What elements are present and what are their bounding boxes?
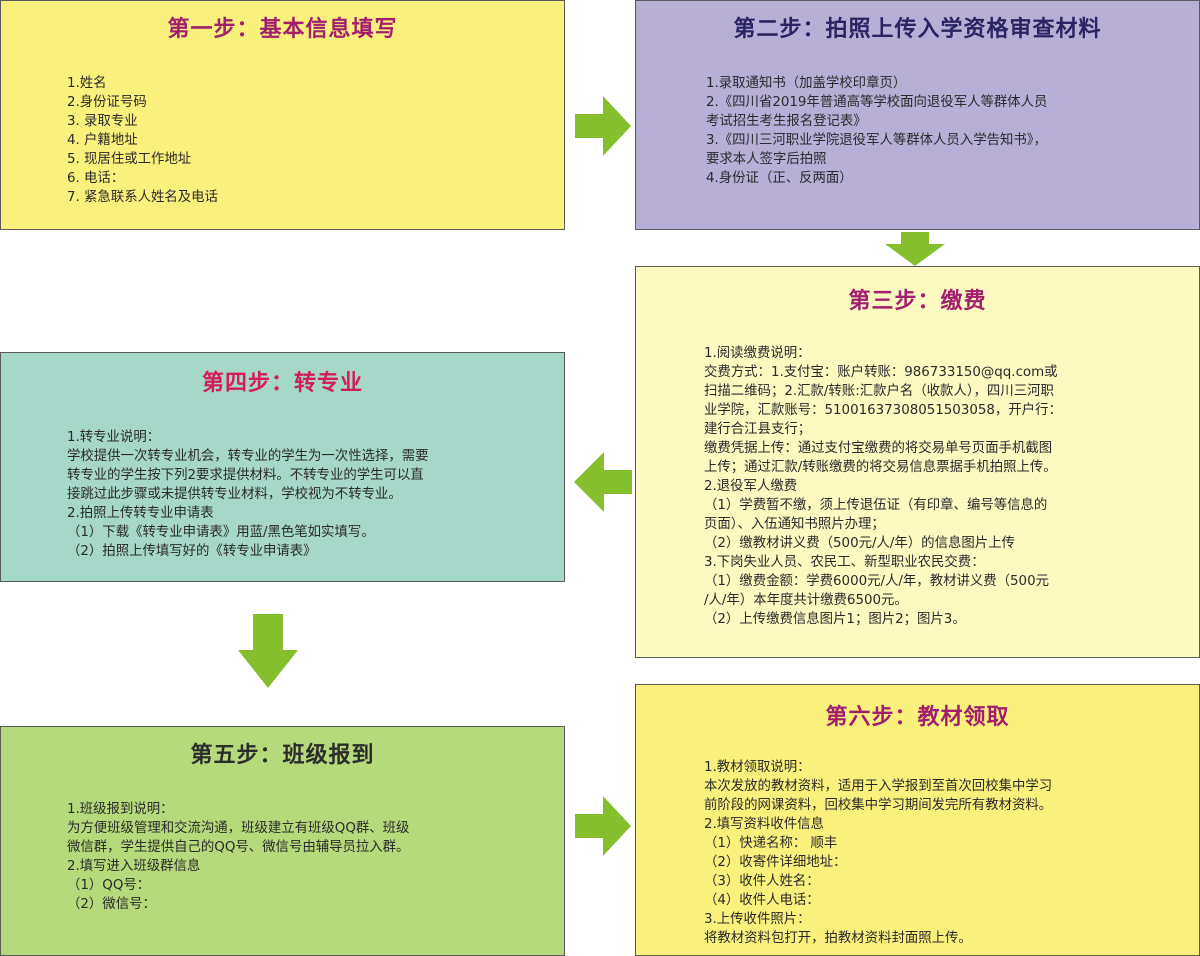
step-3-line: 扫描二维码；2.汇款/转账:汇款户名（收款人），四川三河职 (704, 384, 1054, 399)
step-6-line: 本次发放的教材资料，适用于入学报到至首次回校集中学习 (704, 779, 1053, 794)
step-6-line: 2.填写资料收件信息 (704, 817, 824, 832)
step-2-line: 2.《四川省2019年普通高等学校面向退役军人等群体人员 (706, 95, 1048, 110)
step-5-line: 为方便班级管理和交流沟通，班级建立有班级QQ群、班级 (67, 821, 410, 836)
step-4-line: （2）拍照上传填写好的《转专业申请表》 (67, 544, 317, 559)
step-3-line: 业学院，汇款账号：51001637308051503058，开户行： (704, 403, 1062, 418)
arrow-left-icon (574, 452, 632, 512)
step-3-box: 第三步：缴费 1.阅读缴费说明： 交费方式：1.支付宝：账户转账：9867331… (635, 266, 1200, 658)
step-5-line: 微信群，学生提供自己的QQ号、微信号由辅导员拉入群。 (67, 840, 410, 855)
step-1-line: 5. 现居住或工作地址 (67, 152, 192, 167)
step-4-title: 第四步：转专业 (201, 371, 363, 396)
arrow-down-icon (238, 614, 298, 688)
step-3-title: 第三步：缴费 (848, 289, 987, 314)
step-2-line: 要求本人签字后拍照 (706, 152, 827, 167)
step-6-line: （1）快递名称： 顺丰 (704, 836, 838, 851)
step-4-box: 第四步：转专业 1.转专业说明： 学校提供一次转专业机会，转专业的学生为一次性选… (0, 352, 565, 582)
step-5-line: （1）QQ号： (67, 878, 151, 893)
step-1-line: 4. 户籍地址 (67, 133, 138, 148)
step-4-line: 接跳过此步骤或未提供转专业材料，学校视为不转专业。 (67, 487, 402, 502)
step-2-title: 第二步：拍照上传入学资格审查材料 (733, 17, 1102, 42)
step-6-title: 第六步：教材领取 (825, 705, 1010, 730)
step-5-line: 1.班级报到说明： (67, 802, 174, 817)
step-3-line: （2）缴教材讲义费（500元/人/年）的信息图片上传 (704, 536, 1015, 551)
step-3-line: 3.下岗失业人员、农民工、新型职业农民交费： (704, 555, 985, 570)
step-1-line: 6. 电话： (67, 171, 125, 186)
step-6-line: 3.上传收件照片： (704, 912, 811, 927)
step-2-list: 1.录取通知书（加盖学校印章页） 2.《四川省2019年普通高等学校面向退役军人… (706, 74, 1047, 188)
step-6-line: （2）收寄件详细地址： (704, 855, 847, 870)
step-4-line: （1）下载《转专业申请表》用蓝/黑色笔如实填写。 (67, 525, 375, 540)
step-6-line: （4）收件人电话： (704, 893, 820, 908)
step-3-line: 页面）、入伍通知书照片办理； (704, 517, 885, 532)
step-3-line: 缴费凭据上传：通过支付宝缴费的将交易单号页面手机截图 (704, 441, 1053, 456)
step-3-line: 上传；通过汇款/转账缴费的将交易信息票据手机拍照上传。 (704, 460, 1057, 475)
step-4-line: 学校提供一次转专业机会，转专业的学生为一次性选择，需要 (67, 449, 429, 464)
step-2-line: 4.身份证（正、反两面） (706, 171, 853, 186)
step-1-list: 1.姓名 2.身份证号码 3. 录取专业 4. 户籍地址 5. 现居住或工作地址… (67, 74, 218, 207)
step-4-list: 1.转专业说明： 学校提供一次转专业机会，转专业的学生为一次性选择，需要 转专业… (67, 428, 429, 561)
step-5-title: 第五步：班级报到 (190, 743, 375, 768)
step-6-line: 前阶段的网课资料，回校集中学习期间发完所有教材资料。 (704, 798, 1053, 813)
step-6-line: 将教材资料包打开，拍教材资料封面照上传。 (704, 931, 972, 946)
step-6-box: 第六步：教材领取 1.教材领取说明： 本次发放的教材资料，适用于入学报到至首次回… (635, 684, 1200, 956)
arrow-right-icon (575, 796, 631, 856)
arrow-down-icon (885, 232, 945, 266)
step-3-line: 2.退役军人缴费 (704, 479, 798, 494)
step-2-line: 1.录取通知书（加盖学校印章页） (706, 76, 907, 91)
step-4-line: 1.转专业说明： (67, 430, 161, 445)
step-1-line: 2.身份证号码 (67, 95, 147, 110)
step-4-line: 转专业的学生按下列2要求提供材料。不转专业的学生可以直 (67, 468, 424, 483)
step-5-line: 2.填写进入班级群信息 (67, 859, 201, 874)
step-5-box: 第五步：班级报到 1.班级报到说明： 为方便班级管理和交流沟通，班级建立有班级Q… (0, 726, 565, 956)
step-5-line: （2）微信号： (67, 897, 156, 912)
step-3-list: 1.阅读缴费说明： 交费方式：1.支付宝：账户转账：986733150@qq.c… (704, 344, 1062, 629)
step-3-line: /人/年）本年度共计缴费6500元。 (704, 593, 908, 608)
step-6-line: （3）收件人姓名： (704, 874, 820, 889)
step-6-list: 1.教材领取说明： 本次发放的教材资料，适用于入学报到至首次回校集中学习 前阶段… (704, 758, 1052, 948)
step-2-line: 3.《四川三河职业学院退役军人等群体人员入学告知书》， (706, 133, 1047, 148)
step-1-box: 第一步：基本信息填写 1.姓名 2.身份证号码 3. 录取专业 4. 户籍地址 … (0, 0, 565, 230)
step-3-line: 建行合江县支行； (704, 422, 812, 437)
step-6-line: 1.教材领取说明： (704, 760, 811, 775)
step-3-line: （1）学费暂不缴，须上传退伍证（有印章、编号等信息的 (704, 498, 1048, 513)
step-1-line: 3. 录取专业 (67, 114, 138, 129)
step-3-line: 交费方式：1.支付宝：账户转账：986733150@qq.com或 (704, 365, 1058, 380)
step-1-line: 1.姓名 (67, 76, 107, 91)
step-3-line: 1.阅读缴费说明： (704, 346, 811, 361)
step-1-line: 7. 紧急联系人姓名及电话 (67, 190, 218, 205)
step-3-line: （2）上传缴费信息图片1；图片2；图片3。 (704, 612, 966, 627)
step-1-title: 第一步：基本信息填写 (167, 17, 398, 42)
step-3-line: （1）缴费金额：学费6000元/人/年，教材讲义费（500元 (704, 574, 1049, 589)
arrow-right-icon (575, 96, 631, 156)
step-2-box: 第二步：拍照上传入学资格审查材料 1.录取通知书（加盖学校印章页） 2.《四川省… (635, 0, 1200, 230)
step-2-line: 考试招生考生报名登记表》 (706, 114, 867, 129)
step-5-list: 1.班级报到说明： 为方便班级管理和交流沟通，班级建立有班级QQ群、班级 微信群… (67, 800, 409, 914)
step-4-line: 2.拍照上传转专业申请表 (67, 506, 214, 521)
